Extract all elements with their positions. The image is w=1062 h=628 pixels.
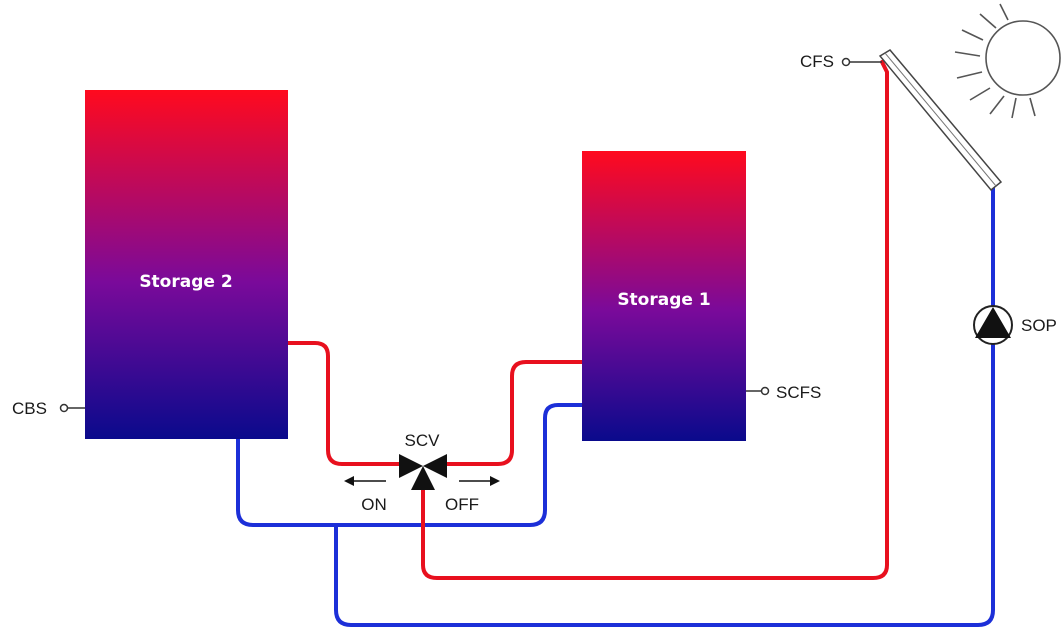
sun-icon <box>954 3 1061 119</box>
valve-label: SCV <box>405 431 441 450</box>
cold-pipes <box>236 186 995 627</box>
solar-collector-icon <box>878 49 1003 192</box>
hot-pipe-collector-to-valve <box>421 60 889 580</box>
hot-pipes <box>286 60 889 580</box>
sensor-scfs-dot <box>760 386 770 396</box>
sensor-cbs-label: CBS <box>12 399 47 418</box>
cold-pipe-storage2-to-storage1 <box>236 403 584 527</box>
valve-off-label: OFF <box>445 495 479 514</box>
storage-1-label: Storage 1 <box>617 290 710 310</box>
sensor-cfs-dot <box>841 57 851 67</box>
sensor-cfs: CFS <box>800 52 882 71</box>
storage-2-tank: Storage 2 <box>85 90 288 439</box>
storage-2-label: Storage 2 <box>139 272 232 292</box>
storage-1-tank: Storage 1 <box>582 151 746 441</box>
pump-label: SOP <box>1021 316 1057 335</box>
sensor-scfs: SCFS <box>746 383 821 402</box>
storage-2-body <box>85 90 288 439</box>
valve-on-label: ON <box>361 495 387 514</box>
hot-pipe-valve-to-storage1 <box>444 360 584 466</box>
valve-off-arrow <box>459 476 500 486</box>
pump-icon <box>973 305 1013 345</box>
cold-pipe-return-loop <box>334 343 995 627</box>
valve-on-arrow <box>344 476 386 486</box>
sensor-cfs-label: CFS <box>800 52 834 71</box>
hot-pipe-storage2-to-valve <box>286 341 402 466</box>
sensor-scfs-label: SCFS <box>776 383 821 402</box>
sensor-cbs-dot <box>59 403 69 413</box>
three-way-valve-icon <box>399 454 447 490</box>
storage-1-body <box>582 151 746 441</box>
sensor-cbs: CBS <box>12 399 85 418</box>
